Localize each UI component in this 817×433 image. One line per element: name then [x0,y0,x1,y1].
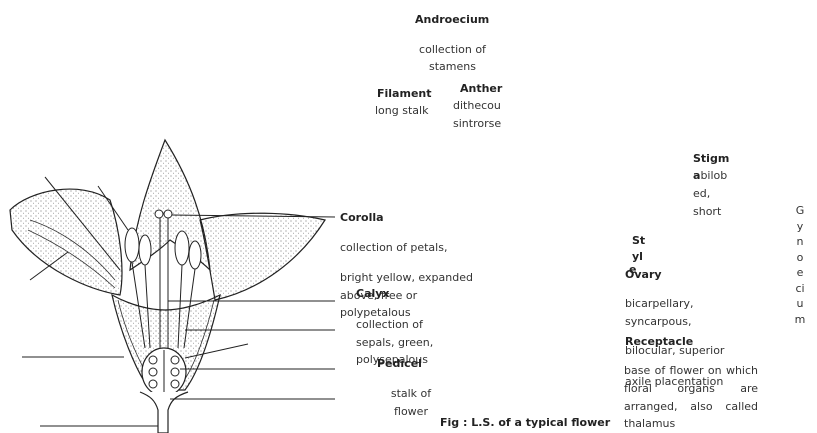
gynoecium-letter: n [796,235,804,248]
style-label-2: yl [632,250,643,263]
gynoecium-letter: o [796,250,804,264]
calyx-desc-3: polysepalous [356,353,428,366]
gynoecium-letter: y [796,219,804,233]
androecium-title: Androecium [415,13,490,26]
anther-title: Anther [460,82,503,95]
receptacle-desc-1: base of flower on which [624,364,758,377]
calyx-title: Calyx [356,287,390,300]
gynoecium-letter: e [796,266,804,279]
pedicel-stalk [139,391,189,433]
gynoecium-vertical-label: G y n o e ci u m [794,203,806,327]
calyx-desc-1: collection of [356,318,423,331]
receptacle-title: Receptacle [625,335,694,348]
gynoecium-letter: G [795,204,805,217]
anther-desc-2: sintrorse [453,117,502,130]
corolla-desc-1: collection of petals, [340,241,448,254]
pedicel-title: Pedicel [377,357,422,370]
stigma-desc-2: ed, [693,187,711,200]
corolla-title: Corolla [340,211,384,224]
stigma-desc-3: short [693,205,722,218]
receptacle-desc-4: thalamus [624,417,676,430]
stamens [124,227,202,349]
gynoecium-letter: ci [795,281,805,295]
corolla-desc-4: polypetalous [340,306,411,319]
stigma-desc-1: abilob [693,168,727,184]
filament-desc: long stalk [375,104,429,117]
ovary-desc-3: bilocular, superior [625,344,725,357]
gynoecium-letter: m [794,312,806,326]
androecium-desc-1: collection of [419,43,486,56]
ovary-desc-4: axile placentation [625,375,724,388]
androecium-desc-2: stamens [429,60,476,73]
flower-ls-drawing [9,138,336,433]
pedicel-desc-1: stalk of [390,387,432,400]
stigma-title: Stigm [693,152,730,165]
receptacle-desc-2: floral organs are [624,382,758,395]
petal-center [129,138,211,272]
receptacle-desc-3: arranged, also called [624,400,758,413]
ovary-desc-1: bicarpellary, [625,297,694,310]
ovary-desc-2: syncarpous, [625,315,692,328]
figure-caption: Fig : L.S. of a typical flower [440,416,611,429]
stigma-desc-1-rest: bilob [700,169,728,182]
style-label-3: e [629,263,637,276]
leader-lines [22,176,336,427]
petal-left [9,188,123,296]
ovary-title: Ovary [625,268,662,281]
pistil [141,209,187,397]
gynoecium-letter: u [796,297,804,310]
calyx-desc-2: sepals, green, [356,336,434,349]
petal-right [199,212,326,301]
corolla-desc-2: bright yellow, expanded [340,271,473,284]
corolla-desc-3: above, free or [340,289,418,302]
filament-title: Filament [377,87,432,100]
style-label-1: St [632,234,646,247]
anther-desc-1: dithecou [453,99,501,112]
pedicel-desc-2: flower [394,405,428,418]
stigma-desc-1-bold: a [693,169,701,182]
